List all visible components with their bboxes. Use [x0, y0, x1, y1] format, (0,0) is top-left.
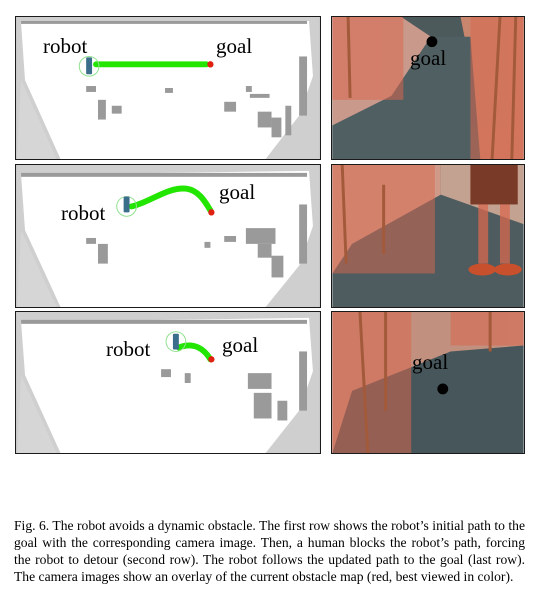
robot-label: robot	[106, 337, 151, 361]
figure-caption: Fig. 6. The robot avoids a dynamic obsta…	[14, 517, 525, 584]
camera-photo	[332, 17, 524, 159]
goal-label: goal	[222, 333, 259, 357]
robot-label: robot	[61, 201, 106, 225]
robot-marker	[86, 57, 93, 75]
map-panel-initial-path	[15, 16, 321, 160]
goal-marker	[207, 61, 214, 68]
robot-marker	[123, 196, 130, 213]
occupancy-map	[17, 312, 319, 453]
camera-image-initial	[331, 16, 525, 160]
goal-label: goal	[219, 180, 256, 204]
camera-photo	[332, 312, 524, 453]
occupancy-map	[17, 17, 319, 159]
map-panel-detour	[15, 164, 321, 308]
camera-image-human-blocking	[331, 164, 525, 308]
robot-marker	[172, 333, 179, 350]
camera-goal-label: goal	[410, 46, 447, 70]
occupancy-map	[17, 165, 319, 307]
camera-image-updated	[331, 311, 525, 454]
camera-goal-label: goal	[412, 350, 449, 374]
goal-label: goal	[216, 34, 253, 58]
goal-marker	[208, 356, 215, 363]
robot-label: robot	[43, 34, 88, 58]
map-panel-updated-path	[15, 311, 321, 454]
camera-photo	[332, 165, 524, 307]
goal-marker	[208, 209, 215, 216]
